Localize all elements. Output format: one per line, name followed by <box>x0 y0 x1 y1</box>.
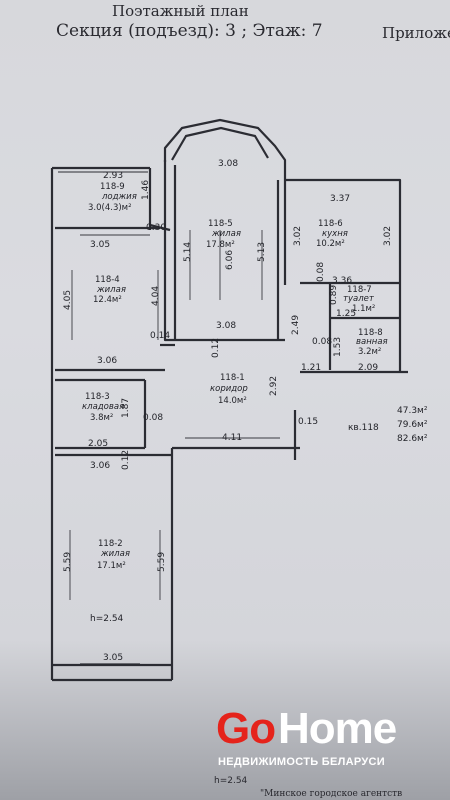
bottom-height-note: h=2.54 <box>214 776 248 786</box>
walls <box>50 118 408 682</box>
svg-text:коридор: коридор <box>210 384 248 394</box>
dim-label: 3.02 <box>293 226 303 246</box>
dim-label: 0.08 <box>143 413 163 423</box>
dim-label: 3.08 <box>216 321 236 331</box>
svg-text:82.6м²: 82.6м² <box>397 434 428 444</box>
dim-label: 1.46 <box>141 180 151 200</box>
svg-text:жилая: жилая <box>211 229 241 239</box>
svg-text:118-1: 118-1 <box>220 373 245 383</box>
dim-label: 5.14 <box>183 242 193 262</box>
dim-label: 2.93 <box>103 171 123 181</box>
svg-text:3.2м²: 3.2м² <box>358 347 381 357</box>
dim-label: 4.05 <box>63 290 73 310</box>
svg-text:лоджия: лоджия <box>101 192 137 202</box>
svg-text:10.2м²: 10.2м² <box>316 239 345 249</box>
dim-label: 2.05 <box>88 439 108 449</box>
room-toilet: 118-7 туалет 1.1м² <box>343 285 375 314</box>
dim-label: 0.12 <box>211 338 221 358</box>
dim-label: 5.59 <box>157 552 167 572</box>
dim-label: 3.36 <box>332 276 352 286</box>
agency-footer: "Минское городское агентств <box>260 789 403 799</box>
dim-label: 2.49 <box>291 315 301 335</box>
dim-label: 2.92 <box>269 376 279 396</box>
room-bathroom: 118-8 ванная 3.2м² <box>356 328 388 357</box>
svg-text:17.8м²: 17.8м² <box>206 240 235 250</box>
dim-label: 4.11 <box>222 433 242 443</box>
section-floor-line: Секция (подъезд): 3 ; Этаж: 7 <box>56 21 323 41</box>
appendix-label: Приложе <box>382 24 450 42</box>
dim-label: 1.21 <box>301 363 321 373</box>
svg-text:жилая: жилая <box>96 285 126 295</box>
dim-label: 0.14 <box>150 331 170 341</box>
dimension-lines <box>69 230 280 600</box>
svg-text:кв.118: кв.118 <box>348 423 379 433</box>
dim-label: 3.06 <box>97 356 117 366</box>
dim-label: 3.37 <box>330 194 350 204</box>
dim-label: 3.08 <box>218 159 238 169</box>
room-storage: 118-3 кладовая 3.8м² <box>82 392 124 423</box>
svg-text:14.0м²: 14.0м² <box>218 396 247 406</box>
svg-text:1.1м²: 1.1м² <box>352 304 375 314</box>
room-loggia: 118-9 лоджия 3.0(4.3)м² <box>88 182 137 213</box>
svg-text:кухня: кухня <box>322 229 348 239</box>
page-title: Поэтажный план <box>112 2 249 20</box>
room-corridor: 118-1 коридор 14.0м² <box>210 373 248 406</box>
svg-text:3.8м²: 3.8м² <box>90 413 113 423</box>
dim-label: 3.02 <box>383 226 393 246</box>
svg-text:118-7: 118-7 <box>347 285 372 295</box>
svg-text:жилая: жилая <box>100 549 130 559</box>
svg-text:47.3м²: 47.3м² <box>397 406 428 416</box>
ceiling-height: h=2.54 <box>90 614 124 624</box>
apartment-totals: кв.118 47.3м² 79.6м² 82.6м² <box>348 406 428 444</box>
svg-text:3.0(4.3)м²: 3.0(4.3)м² <box>88 203 132 213</box>
svg-text:12.4м²: 12.4м² <box>93 295 122 305</box>
dim-label: 0.12 <box>121 450 131 470</box>
svg-text:118-8: 118-8 <box>358 328 383 338</box>
dim-label: 1.87 <box>121 398 131 418</box>
svg-text:туалет: туалет <box>343 294 375 304</box>
svg-text:118-4: 118-4 <box>95 275 120 285</box>
svg-text:118-5: 118-5 <box>208 219 233 229</box>
dim-label: 3.05 <box>90 240 110 250</box>
room-bedroom-2: 118-2 жилая 17.1м² <box>97 539 130 571</box>
dim-label: 0.08 <box>316 262 326 282</box>
svg-text:118-6: 118-6 <box>318 219 343 229</box>
dim-label: 3.05 <box>103 653 123 663</box>
room-bedroom-4: 118-4 жилая 12.4м² <box>93 275 126 305</box>
dim-label: 1.25 <box>336 309 356 319</box>
dim-label: 5.13 <box>257 242 267 262</box>
dim-label: 3.06 <box>90 461 110 471</box>
svg-text:118-9: 118-9 <box>100 182 125 192</box>
dim-label: 6.06 <box>225 250 235 270</box>
svg-text:118-3: 118-3 <box>85 392 110 402</box>
svg-text:кладовая: кладовая <box>82 402 124 412</box>
dim-label: 5.59 <box>63 552 73 572</box>
dim-label: 4.04 <box>151 286 161 306</box>
dim-label: 1.53 <box>333 337 343 357</box>
svg-text:17.1м²: 17.1м² <box>97 561 126 571</box>
dim-label: 2.09 <box>358 363 378 373</box>
dim-label: 0.15 <box>298 417 318 427</box>
svg-text:ванная: ванная <box>356 337 388 347</box>
room-kitchen: 118-6 кухня 10.2м² <box>316 219 348 249</box>
svg-text:118-2: 118-2 <box>98 539 123 549</box>
dim-label: 0.08 <box>312 337 332 347</box>
gohome-logo: Go Home НЕДВИЖИМОСТЬ БЕЛАРУСИ <box>216 704 397 768</box>
svg-text:79.6м²: 79.6м² <box>397 420 428 430</box>
room-bedroom-5: 118-5 жилая 17.8м² <box>206 219 241 250</box>
dim-label: 0.89 <box>329 285 339 305</box>
dim-label: 0.30 <box>146 223 166 233</box>
